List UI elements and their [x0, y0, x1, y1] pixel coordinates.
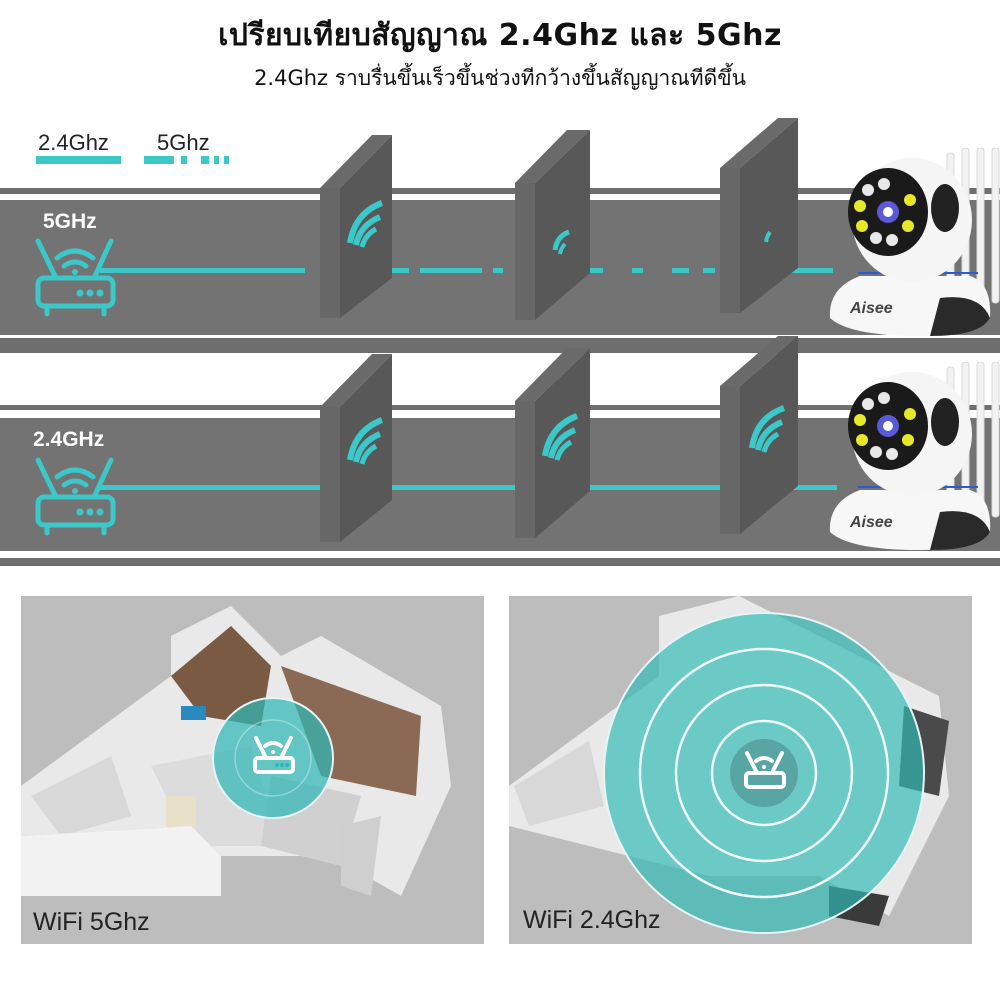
legend-label-5: 5Ghz — [157, 130, 210, 155]
coverage-circles-large — [603, 612, 925, 934]
band-5ghz-bottom-rail — [0, 338, 1000, 346]
band-24ghz-bottom-rail — [0, 558, 1000, 566]
legend-solid-line — [36, 156, 121, 164]
camera-brand: Aisee — [849, 300, 893, 317]
coverage-circle-small — [212, 697, 334, 819]
panel-wifi-24ghz: WiFi 2.4Ghz — [509, 596, 972, 944]
router-icon — [35, 457, 116, 536]
legend-dashed-line — [144, 156, 264, 164]
security-camera-image: Aisee — [829, 362, 1000, 550]
wall-5 — [515, 348, 590, 538]
band-24ghz-top-rail — [0, 346, 1000, 353]
wall-2 — [515, 130, 590, 320]
page-subtitle: 2.4Ghz ราบรื่นขึ้นเร็วขึ้นช่วงทีกว้างขึ้… — [254, 66, 746, 90]
camera-brand: Aisee — [849, 514, 893, 531]
router-icon — [35, 238, 116, 317]
band-24ghz-mid-rail — [0, 405, 1000, 410]
panel-wifi-5ghz: WiFi 5Ghz — [21, 596, 484, 944]
band-5ghz-label: 5GHz — [43, 210, 97, 233]
security-camera-image: Aisee — [829, 148, 1000, 336]
band-5ghz-top-rail — [0, 188, 1000, 194]
panel-caption: WiFi 2.4Ghz — [523, 906, 661, 934]
legend-label-24: 2.4Ghz — [38, 130, 109, 155]
wall-3 — [720, 118, 798, 313]
legend: 2.4Ghz 5Ghz — [36, 128, 236, 168]
band-24ghz-label: 2.4GHz — [33, 428, 105, 451]
wall-6 — [720, 336, 798, 534]
panel-caption: WiFi 5Ghz — [33, 908, 150, 936]
page-title: เปรียบเทียบสัญญาณ 2.4Ghz และ 5Ghz — [218, 18, 782, 53]
signal-line-24ghz — [0, 485, 1000, 491]
wall-4 — [320, 354, 392, 542]
wall-1 — [320, 135, 392, 318]
